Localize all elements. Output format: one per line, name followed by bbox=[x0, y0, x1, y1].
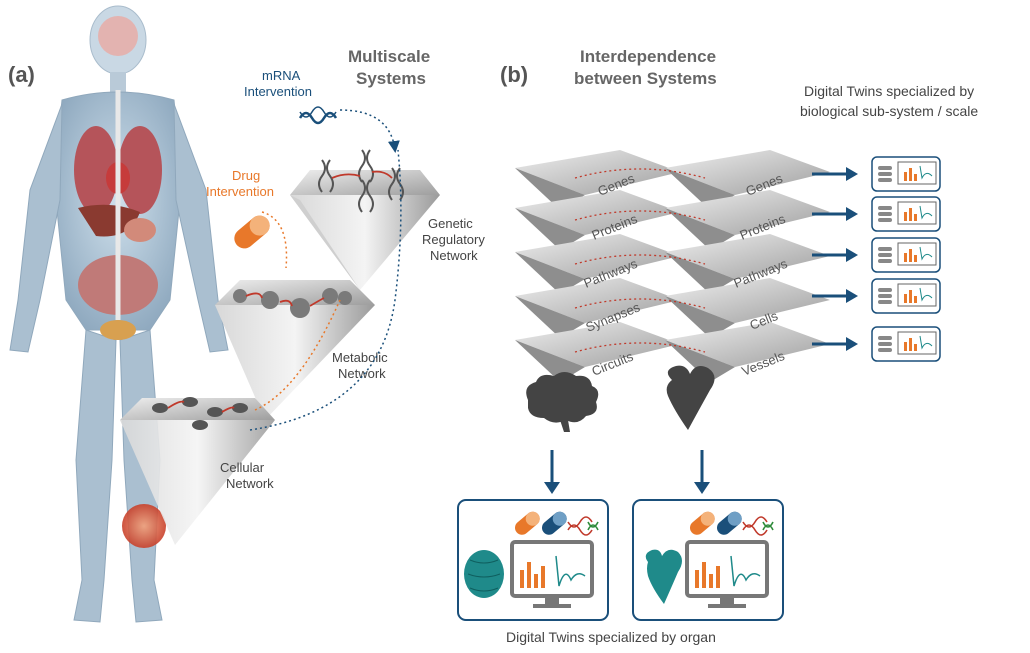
orange-cross-scale-arrow bbox=[254, 299, 341, 411]
cellular-pyramid bbox=[120, 397, 275, 545]
subsystem-twin-4 bbox=[812, 278, 941, 314]
dna-icon bbox=[762, 521, 774, 531]
subsystem-heading-line1: Digital Twins specialized by bbox=[804, 83, 974, 99]
brain-layer-stack bbox=[515, 150, 680, 382]
metabolic-pyramid bbox=[215, 280, 375, 420]
drug-intervention-line2: Intervention bbox=[206, 184, 274, 199]
panel-a-label: (a) bbox=[8, 62, 35, 87]
heart-icon bbox=[666, 365, 715, 430]
heart-icon bbox=[645, 549, 682, 604]
monitor-icon bbox=[510, 540, 594, 608]
pill-icon bbox=[716, 511, 742, 535]
subsystem-twin-1 bbox=[812, 156, 941, 192]
subsystem-twin-3 bbox=[812, 237, 941, 273]
subsystem-heading-line2: biological sub-system / scale bbox=[800, 103, 978, 119]
subsystem-twin-2 bbox=[812, 196, 941, 232]
organ-twin-heart bbox=[632, 499, 784, 621]
drug-intervention-line1: Drug bbox=[232, 168, 260, 183]
brain-layer-5 bbox=[515, 322, 680, 382]
down-arrow-brain bbox=[544, 450, 560, 494]
mrna-strand-icon bbox=[298, 106, 338, 125]
pill-icon bbox=[514, 511, 540, 535]
heart-layer-stack bbox=[665, 150, 830, 382]
multiscale-heading-line1: Multiscale bbox=[348, 47, 430, 66]
monitor-icon bbox=[685, 540, 769, 608]
heart-layer-4 bbox=[665, 278, 830, 338]
cellular-label-line1: Cellular bbox=[220, 460, 265, 475]
dna-icon bbox=[742, 516, 768, 536]
pill-icon bbox=[689, 511, 715, 535]
brain-icon bbox=[526, 372, 599, 432]
subsystem-twins-column bbox=[812, 156, 941, 362]
pill-icon bbox=[234, 215, 270, 249]
genetic-label-line1: Genetic bbox=[428, 216, 473, 231]
genetic-regulatory-pyramid bbox=[290, 149, 440, 290]
mrna-intervention-line2: Intervention bbox=[244, 84, 312, 99]
drug-arrow bbox=[261, 211, 288, 269]
metabolic-label-line2: Network bbox=[338, 366, 386, 381]
brain-layer-3 bbox=[515, 234, 680, 294]
subsystem-twin-5 bbox=[812, 326, 941, 362]
mrna-intervention-line1: mRNA bbox=[262, 68, 301, 83]
organ-twin-brain bbox=[457, 499, 609, 621]
heart-layer-2 bbox=[665, 190, 830, 250]
genetic-label-line3: Network bbox=[430, 248, 478, 263]
brain-icon bbox=[464, 550, 504, 598]
dna-icon bbox=[567, 516, 593, 536]
metabolic-label-line1: Metabolic bbox=[332, 350, 388, 365]
human-body-illustration bbox=[9, 5, 229, 623]
dna-icon bbox=[587, 521, 599, 531]
down-arrow-heart bbox=[694, 450, 710, 494]
organ-twins-caption: Digital Twins specialized by organ bbox=[506, 629, 716, 645]
interdependence-heading-line1: Interdependence bbox=[580, 47, 716, 66]
cellular-label-line2: Network bbox=[226, 476, 274, 491]
panel-b-label: (b) bbox=[500, 62, 528, 87]
heart-layer-5 bbox=[665, 322, 830, 382]
heart-layer-3 bbox=[665, 234, 830, 294]
multiscale-heading-line2: Systems bbox=[356, 69, 426, 88]
pill-icon bbox=[541, 511, 567, 535]
mrna-arrow bbox=[339, 109, 400, 153]
blue-cross-scale-arrow bbox=[249, 149, 402, 431]
dna-double-helix-icon bbox=[318, 149, 404, 213]
genetic-label-line2: Regulatory bbox=[422, 232, 485, 247]
interdependence-arrows bbox=[574, 168, 706, 353]
brain-layer-4 bbox=[515, 278, 680, 338]
brain-layer-2 bbox=[515, 190, 680, 250]
interdependence-heading-line2: between Systems bbox=[574, 69, 717, 88]
